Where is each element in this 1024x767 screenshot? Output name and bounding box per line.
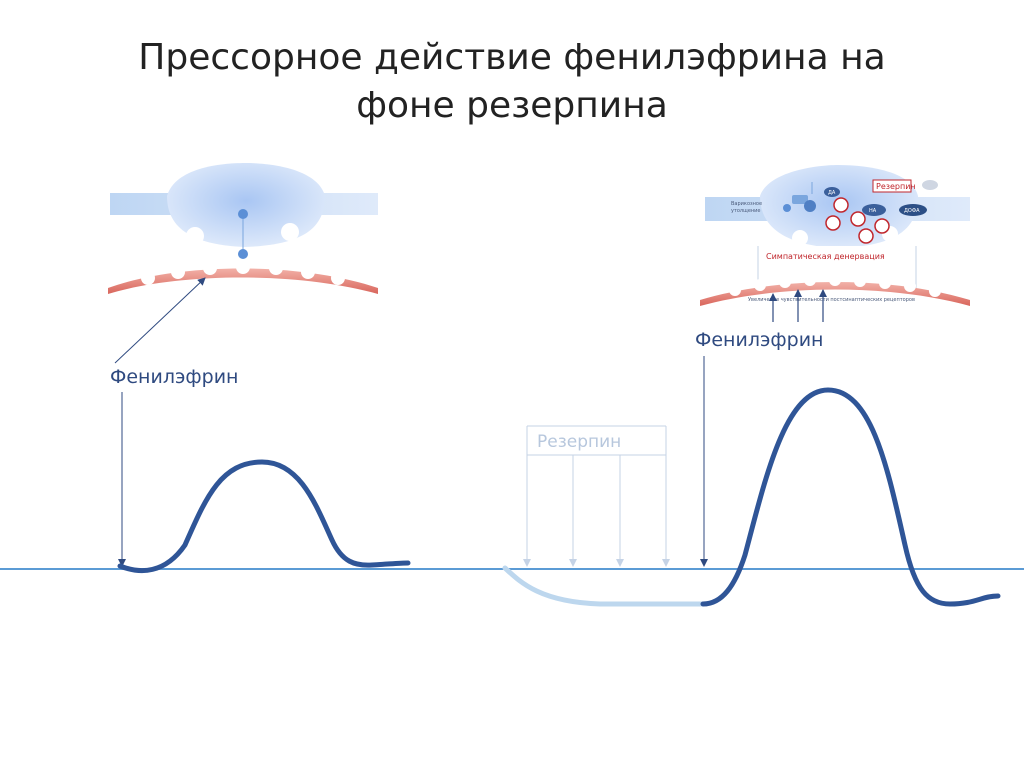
node-na <box>862 204 886 216</box>
right-muscle-membrane <box>700 282 970 306</box>
empty-vesicles <box>825 197 890 244</box>
reserpine-tag-box <box>872 179 912 193</box>
left-synapse-inset <box>108 163 378 294</box>
reserpine-group: Резерпин <box>523 425 670 567</box>
node-round <box>804 200 816 212</box>
node-da-label: ДА <box>828 190 836 196</box>
varicose-label-1: Варикозное <box>731 201 762 207</box>
left-vesicle-notch <box>281 223 299 241</box>
denervation-label: Симпатическая денервация <box>766 252 885 261</box>
reserpine-depression-curve <box>502 565 706 607</box>
arrow-to-left-receptor <box>114 277 206 364</box>
node-box <box>792 195 808 204</box>
node-da <box>824 187 840 197</box>
left-receptor-notches <box>141 260 345 285</box>
reserpine-tag-label: Резерпин <box>876 182 916 191</box>
left-vesicle <box>238 209 248 219</box>
node-dopa <box>899 204 927 216</box>
node-small <box>783 204 791 212</box>
right-vesicle-notch <box>792 230 808 246</box>
label-reserpine: Резерпин <box>537 432 621 452</box>
inhibitor-symbol <box>922 180 938 190</box>
pressure-curve-right <box>700 387 1001 607</box>
receptors-caption: Увеличение чувствительности постсинаптич… <box>748 297 915 303</box>
varicose-label-2: утолщение <box>731 208 761 214</box>
pressure-curve-left <box>117 459 411 573</box>
right-synapse-inset: Варикозное утолщение НА ДОФА ДА Резерпин… <box>700 165 970 322</box>
slide-title: Прессорное действие фенилэфрина на фоне … <box>138 37 886 126</box>
left-transmitter <box>238 249 248 259</box>
right-receptor-notches <box>729 274 941 297</box>
left-vesicle-notch <box>186 227 204 245</box>
node-dopa-label: ДОФА <box>904 208 920 214</box>
label-phenylephrine-right: Фенилэфрин <box>695 329 823 351</box>
node-na-label: НА <box>869 208 877 214</box>
label-phenylephrine-left: Фенилэфрин <box>110 366 238 388</box>
denervation-band <box>758 246 916 264</box>
